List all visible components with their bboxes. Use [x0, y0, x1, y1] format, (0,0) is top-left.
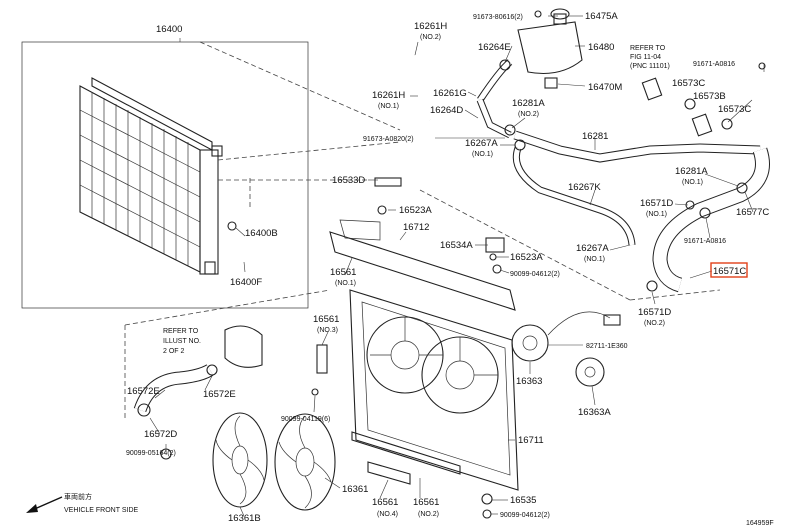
label-16535[interactable]: 16535 [510, 495, 536, 506]
catalog-number: 164959F [746, 520, 774, 527]
fasteners-lower[interactable] [311, 205, 502, 519]
fan-motor-16363A[interactable] [575, 357, 605, 387]
label-16281A-no1[interactable]: 16281A [675, 166, 708, 177]
refer-illust-line1: REFER TO [163, 328, 199, 335]
label-16561-no2[interactable]: 16561 [413, 497, 439, 508]
reservoir-tank[interactable] [517, 8, 583, 89]
label-16561-no1[interactable]: 16561 [330, 267, 356, 278]
fan-16361B[interactable] [212, 412, 268, 508]
part-labels: 16400 16261H (NO.2) 91673-80616(2) 16475… [126, 11, 769, 524]
highlight-box-16571C [710, 262, 748, 278]
label-16711[interactable]: 16711 [518, 435, 544, 446]
label-16561-no4-sub: (NO.4) [377, 511, 398, 518]
label-16572D[interactable]: 16572D [144, 429, 177, 440]
front-label-en: VEHICLE FRONT SIDE [64, 507, 138, 514]
label-16571C[interactable]: 16571C [713, 266, 746, 277]
label-16572E-right[interactable]: 16572E [203, 389, 236, 400]
label-16261H-no2-sub: (NO.2) [420, 34, 441, 41]
label-16573C-top[interactable]: 16573C [672, 78, 705, 89]
label-16363[interactable]: 16363 [516, 376, 542, 387]
lower-hose-16572D[interactable] [133, 325, 263, 460]
label-16400B[interactable]: 16400B [245, 228, 278, 239]
label-16523A-mid[interactable]: 16523A [510, 252, 543, 263]
fan-motor-16363[interactable] [511, 311, 621, 362]
label-16577C[interactable]: 16577C [736, 207, 769, 218]
label-90099-04612-top[interactable]: 90099-04612(2) [510, 271, 560, 278]
label-16571D-no2-sub: (NO.2) [644, 320, 665, 327]
front-label-jp: 車両前方 [64, 492, 92, 501]
fan-shroud-16711[interactable] [349, 289, 519, 491]
label-16264D[interactable]: 16264D [430, 105, 463, 116]
refer-fig-line2: FIG 11-04 [630, 54, 661, 61]
label-16561-no3-sub: (NO.3) [317, 327, 338, 334]
label-16561-no3[interactable]: 16561 [313, 314, 339, 325]
label-16573B[interactable]: 16573B [693, 91, 726, 102]
label-16561-no1-sub: (NO.1) [335, 280, 356, 287]
radiator-support-16712[interactable] [329, 219, 516, 311]
label-91671-A0816-top[interactable]: 91671-A0816 [693, 61, 735, 68]
label-16571D-no2[interactable]: 16571D [638, 307, 671, 318]
refer-illust-line2: ILLUST NO. [163, 338, 201, 345]
label-90099-05164[interactable]: 90099-05164(2) [126, 450, 176, 457]
label-16267A-top[interactable]: 16267A [465, 138, 498, 149]
leader-lines [149, 15, 765, 517]
label-16475A[interactable]: 16475A [585, 11, 618, 22]
label-16712[interactable]: 16712 [403, 222, 429, 233]
label-90099-04612-bot[interactable]: 90099-04612(2) [500, 512, 550, 519]
front-arrow-icon [26, 496, 63, 513]
label-16261H-no1-sub: (NO.1) [378, 103, 399, 110]
label-16261H-no2[interactable]: 16261H [414, 21, 447, 32]
label-16361[interactable]: 16361 [342, 484, 368, 495]
label-16480[interactable]: 16480 [588, 42, 614, 53]
label-16361B[interactable]: 16361B [228, 513, 261, 524]
label-16400F[interactable]: 16400F [230, 277, 262, 288]
label-16267A-mid-sub: (NO.1) [584, 256, 605, 263]
label-91673-A0820[interactable]: 91673-A0820(2) [363, 136, 414, 143]
radiator-assembly[interactable] [21, 41, 309, 309]
label-82711-1E360[interactable]: 82711-1E360 [586, 343, 628, 350]
refer-fig-line1: REFER TO [630, 45, 666, 52]
label-16523A-top[interactable]: 16523A [399, 205, 432, 216]
label-16573C-right[interactable]: 16573C [718, 104, 751, 115]
label-16571D-no1[interactable]: 16571D [640, 198, 673, 209]
label-91671-A0816-mid[interactable]: 91671-A0816 [684, 238, 726, 245]
reference-lines [124, 41, 721, 420]
label-16267A-top-sub: (NO.1) [472, 151, 493, 158]
upper-hoses[interactable] [410, 52, 770, 293]
label-16267A-mid[interactable]: 16267A [576, 243, 609, 254]
label-16261G[interactable]: 16261G [433, 88, 467, 99]
label-16470M[interactable]: 16470M [588, 82, 622, 93]
fan-16361[interactable] [274, 413, 336, 511]
label-16261H-no1[interactable]: 16261H [372, 90, 405, 101]
label-90099-04119[interactable]: 90099-04119(6) [281, 416, 330, 423]
refer-illust-line3: 2 OF 2 [163, 348, 185, 355]
label-16281A-no1-sub: (NO.1) [682, 179, 703, 186]
refer-fig-line3: (PNC 11101) [630, 63, 670, 70]
label-16281A-no2[interactable]: 16281A [512, 98, 545, 109]
label-16571D-no1-sub: (NO.1) [646, 211, 667, 218]
seals-16561[interactable] [316, 344, 461, 485]
label-16281A-no2-sub: (NO.2) [518, 111, 539, 118]
label-16534A[interactable]: 16534A [440, 240, 473, 251]
label-16561-no2-sub: (NO.2) [418, 511, 439, 518]
label-16533D[interactable]: 16533D [332, 175, 365, 186]
label-16264E[interactable]: 16264E [478, 42, 511, 53]
vehicle-front-indicator: 車両前方 VEHICLE FRONT SIDE [26, 492, 138, 514]
label-16267K[interactable]: 16267K [568, 182, 601, 193]
label-91673-80616[interactable]: 91673-80616(2) [473, 14, 523, 21]
label-16363A[interactable]: 16363A [578, 407, 611, 418]
label-16561-no4[interactable]: 16561 [372, 497, 398, 508]
label-16281[interactable]: 16281 [582, 131, 608, 142]
label-16400[interactable]: 16400 [156, 24, 182, 35]
label-16572E-left[interactable]: 16572E [127, 386, 160, 397]
